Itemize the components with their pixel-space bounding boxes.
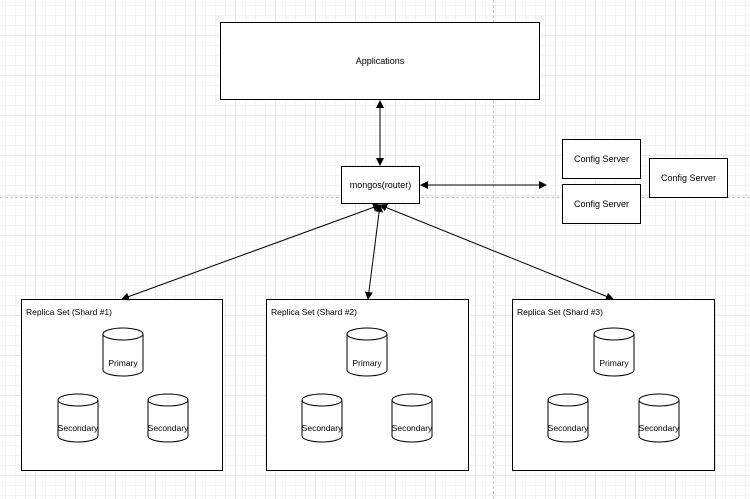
applications-box[interactable]: Applications bbox=[220, 22, 540, 100]
replica-set-shard-1[interactable]: Replica Set (Shard #1) bbox=[21, 299, 223, 471]
config-server-box-1[interactable]: Config Server bbox=[562, 139, 641, 179]
config-server-label: Config Server bbox=[573, 154, 630, 164]
config-server-label: Config Server bbox=[573, 199, 630, 209]
config-server-box-3[interactable]: Config Server bbox=[649, 158, 728, 198]
replica-set-shard-2[interactable]: Replica Set (Shard #2) bbox=[266, 299, 469, 471]
connector-router-shard-1 bbox=[121, 203, 381, 301]
config-server-label: Config Server bbox=[660, 173, 717, 183]
replica-set-title: Replica Set (Shard #2) bbox=[271, 307, 357, 317]
replica-set-title: Replica Set (Shard #1) bbox=[26, 307, 112, 317]
router-label: mongos(router) bbox=[349, 180, 412, 190]
replica-set-title: Replica Set (Shard #3) bbox=[517, 307, 603, 317]
config-server-box-2[interactable]: Config Server bbox=[562, 184, 641, 224]
connector-router-shard-2 bbox=[364, 204, 384, 300]
applications-label: Applications bbox=[355, 56, 405, 66]
router-box[interactable]: mongos(router) bbox=[341, 166, 420, 204]
replica-set-shard-3[interactable]: Replica Set (Shard #3) bbox=[512, 299, 715, 471]
